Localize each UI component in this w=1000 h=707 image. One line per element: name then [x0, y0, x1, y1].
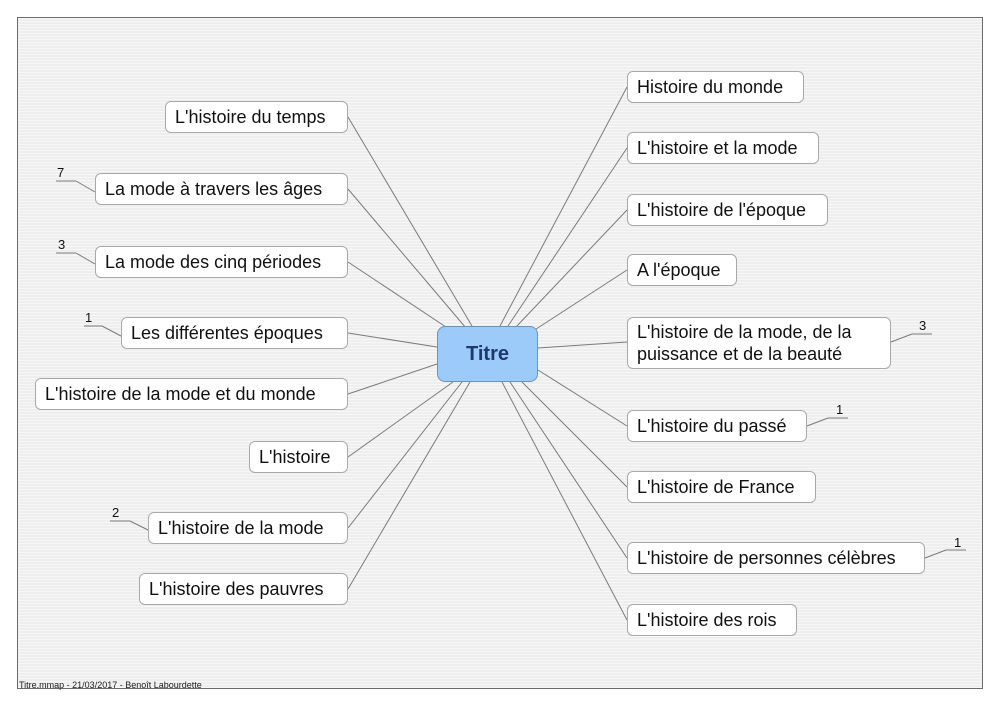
badge-tail-right-7: [924, 549, 947, 559]
topic-label: L'histoire des rois: [637, 609, 777, 630]
badge-tail-right-4: [890, 333, 913, 343]
badge-tail-left-1b: [75, 180, 96, 193]
topic-right-3[interactable]: A l'époque: [627, 254, 737, 286]
topic-label: L'histoire des pauvres: [149, 578, 324, 599]
link-right-7: [509, 381, 628, 559]
topic-label: La mode des cinq périodes: [105, 251, 322, 272]
count-badge-left-2: 3: [58, 237, 66, 252]
topic-label: L'histoire de personnes célèbres: [637, 547, 896, 568]
topic-right-1[interactable]: L'histoire et la mode: [627, 132, 819, 164]
topic-label: L'histoire de France: [637, 476, 795, 497]
topic-label: Histoire du monde: [637, 76, 784, 97]
topic-label: L'histoire de l'époque: [637, 199, 806, 220]
count-badge-left-6: 2: [112, 505, 120, 520]
footer-caption: Titre.mmap - 21/03/2017 - Benoît Labourd…: [19, 680, 202, 690]
topic-right-0[interactable]: Histoire du monde: [627, 71, 804, 103]
topic-left-7[interactable]: L'histoire des pauvres: [139, 573, 348, 605]
count-badge-left-1: 7: [57, 165, 65, 180]
topic-left-2[interactable]: La mode des cinq périodes: [95, 246, 348, 278]
badge-tail-left-2b: [75, 252, 96, 265]
topic-left-5[interactable]: L'histoire: [249, 441, 348, 473]
badge-tail-left-3b: [101, 325, 122, 337]
link-left-0: [347, 116, 473, 327]
topic-label: L'histoire de la mode, de la puissance e…: [637, 322, 852, 364]
topic-right-7[interactable]: L'histoire de personnes célèbres: [627, 542, 925, 574]
count-badge-right-5: 1: [836, 402, 844, 417]
topic-label: Les différentes époques: [131, 322, 323, 343]
link-left-4: [347, 363, 438, 395]
count-badge-right-7: 1: [954, 535, 962, 550]
topic-left-3[interactable]: Les différentes époques: [121, 317, 348, 349]
central-topic[interactable]: Titre: [437, 326, 538, 382]
link-right-8: [501, 381, 628, 621]
badge-tail-left-6b: [129, 520, 151, 532]
topic-label: L'histoire de la mode: [158, 517, 324, 538]
link-left-2: [347, 261, 459, 336]
topic-left-1[interactable]: La mode à travers les âges: [95, 173, 348, 205]
link-right-6: [521, 381, 628, 488]
topic-right-8[interactable]: L'histoire des rois: [627, 604, 797, 636]
topic-left-6[interactable]: L'histoire de la mode: [148, 512, 348, 544]
link-left-5: [347, 381, 454, 458]
link-right-0: [499, 86, 628, 327]
link-left-1: [347, 188, 467, 329]
topic-label: L'histoire de la mode et du monde: [45, 383, 316, 404]
topic-right-5[interactable]: L'histoire du passé: [627, 410, 807, 442]
topic-left-0[interactable]: L'histoire du temps: [165, 101, 348, 133]
topic-label: L'histoire du passé: [637, 415, 787, 436]
topic-label: La mode à travers les âges: [105, 178, 323, 199]
link-right-1: [507, 147, 628, 327]
topic-label: A l'époque: [637, 259, 721, 280]
topic-right-4[interactable]: L'histoire de la mode, de la puissance e…: [627, 317, 891, 369]
count-badge-left-3: 1: [85, 310, 93, 325]
link-right-4: [537, 341, 628, 349]
badge-tail-right-5: [806, 417, 829, 427]
topic-right-2[interactable]: L'histoire de l'époque: [627, 194, 828, 226]
link-left-6: [347, 381, 463, 529]
topic-right-6[interactable]: L'histoire de France: [627, 471, 816, 503]
topic-left-4[interactable]: L'histoire de la mode et du monde: [35, 378, 348, 410]
count-badge-right-4: 3: [919, 318, 927, 333]
link-left-7: [347, 381, 471, 590]
link-right-5: [537, 369, 628, 427]
link-left-3: [347, 332, 438, 348]
topic-label: L'histoire: [259, 446, 331, 467]
topic-label: L'histoire du temps: [175, 106, 326, 127]
topic-label: L'histoire et la mode: [637, 137, 798, 158]
link-right-2: [515, 209, 628, 328]
link-right-3: [529, 269, 628, 334]
